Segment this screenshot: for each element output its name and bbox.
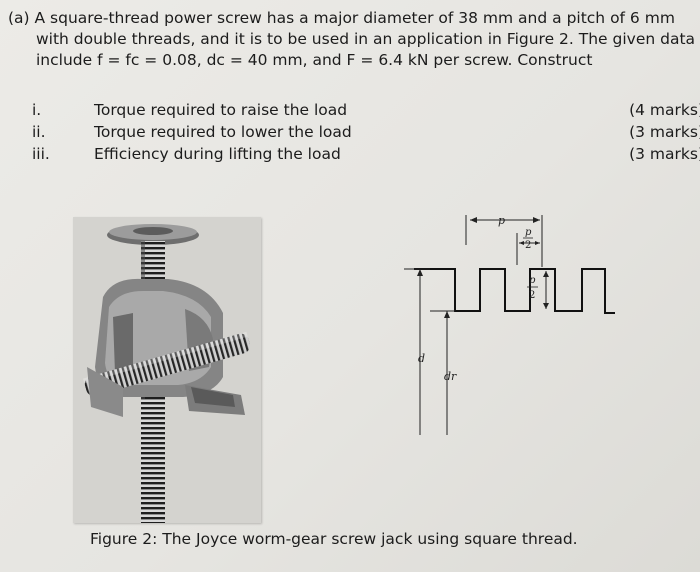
task-item: iii. Efficiency during lifting the load … [32, 145, 700, 167]
question-line-3: include f = fc = 0.08, dc = 40 mm, and F… [36, 51, 593, 69]
half-pitch-num-side: p [529, 275, 536, 286]
task-item: i. Torque required to raise the load (4 … [32, 101, 700, 123]
pitch-label: p [498, 214, 505, 227]
figure-caption: Figure 2: The Joyce worm-gear screw jack… [90, 530, 578, 548]
question-line-2: with double threads, and it is to be use… [36, 30, 696, 48]
task-list: i. Torque required to raise the load (4 … [32, 101, 700, 167]
half-pitch-num-top: p [525, 227, 532, 238]
square-thread-diagram: p p 2 p 2 d dr [400, 205, 630, 445]
question-text: (a) A square-thread power screw has a ma… [8, 8, 700, 71]
screw-jack-photo [73, 217, 261, 523]
task-number: ii. [32, 123, 46, 141]
task-text: Torque required to lower the load [94, 123, 352, 141]
task-text: Torque required to raise the load [94, 101, 348, 119]
task-marks: (3 marks) [629, 145, 700, 163]
task-number: iii. [32, 145, 50, 163]
task-item: ii. Torque required to lower the load (3… [32, 123, 700, 145]
half-pitch-den-top: 2 [525, 240, 531, 251]
task-number: i. [32, 101, 42, 119]
root-diameter-label: dr [444, 370, 457, 383]
half-pitch-den-side: 2 [529, 290, 535, 301]
task-marks: (3 marks) [629, 123, 700, 141]
major-diameter-label: d [418, 352, 425, 365]
task-marks: (4 marks) [629, 101, 700, 119]
task-text: Efficiency during lifting the load [94, 145, 341, 163]
question-line-1: (a) A square-thread power screw has a ma… [8, 9, 675, 27]
